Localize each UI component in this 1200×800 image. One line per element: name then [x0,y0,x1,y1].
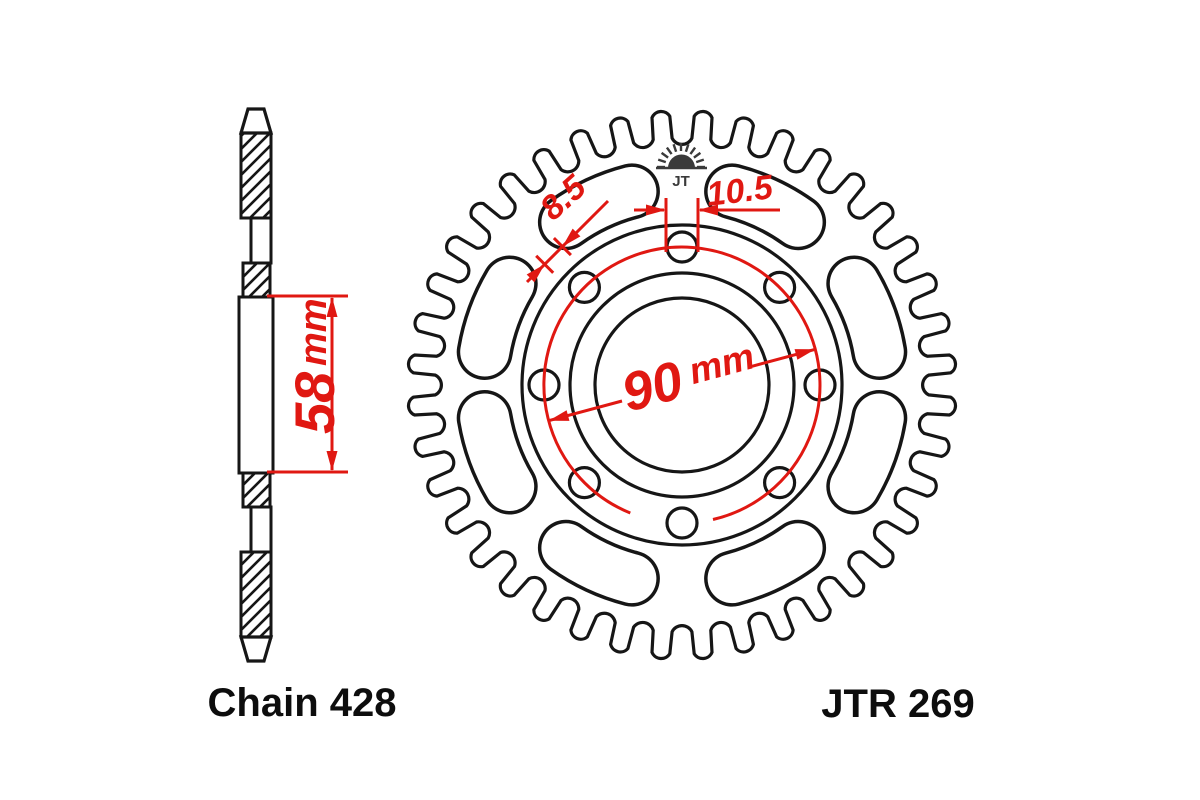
sun-rays [657,143,705,169]
dimension-arrowhead [326,297,338,317]
sun-ray [689,146,697,155]
model-number-label: JTR 269 [821,682,974,726]
lightening-slot [541,523,657,604]
dimension-arrowhead [646,204,666,216]
side-view-tooth-bottom [238,635,274,663]
lightening-slot [829,393,904,511]
side-view-bore-section [237,295,275,475]
sun-ray [693,151,702,159]
center-bore-circle [593,296,771,474]
lightening-slot [541,166,657,247]
dimension-arrowhead [526,264,545,283]
lightening-slot [829,259,904,377]
lightening-slot [460,259,535,377]
dimension-bore-58: 58 mm [267,294,348,474]
lightening-slot [460,393,535,511]
sun-ray [657,158,667,164]
side-view-slot-section-top [249,216,273,265]
side-view-hub-section-bottom [241,471,272,509]
sprocket-teeth-outline [406,109,958,661]
sun-ray [684,143,690,153]
side-view-rim-section-bottom [239,550,273,639]
dimension-arrowhead [326,451,338,471]
logo-text: JT [672,173,690,190]
hub-outer-circle [520,223,844,547]
side-view-rim-section-top [239,131,273,220]
dimension-arrowhead [698,204,718,216]
lightening-slot [707,166,823,247]
lightening-slot [707,523,823,604]
bore-dimension-unit: mm [293,298,335,366]
sun-ray [660,151,669,159]
bolt-hole [665,506,699,540]
chain-size-label: Chain 428 [208,681,397,725]
dimension-arrowhead [794,349,816,360]
bolt-circle-arc [542,245,822,521]
side-view [237,107,275,663]
hub-boss-circle [568,271,796,499]
sun-ray [672,143,678,153]
side-view-hub-section-top [241,261,272,299]
side-view-tooth-top [238,107,274,135]
lightening-slots [456,163,908,607]
sun-ray [665,146,673,155]
dimension-arrowheads [326,204,816,471]
dimension-arrowhead [562,228,581,247]
jt-sunrise-logo-icon: JT [656,143,707,190]
side-view-slot-section-bottom [249,505,273,554]
sun-ray [695,158,705,164]
dimension-arrowhead [548,410,570,421]
bore-dimension-value: 58 [283,371,346,434]
